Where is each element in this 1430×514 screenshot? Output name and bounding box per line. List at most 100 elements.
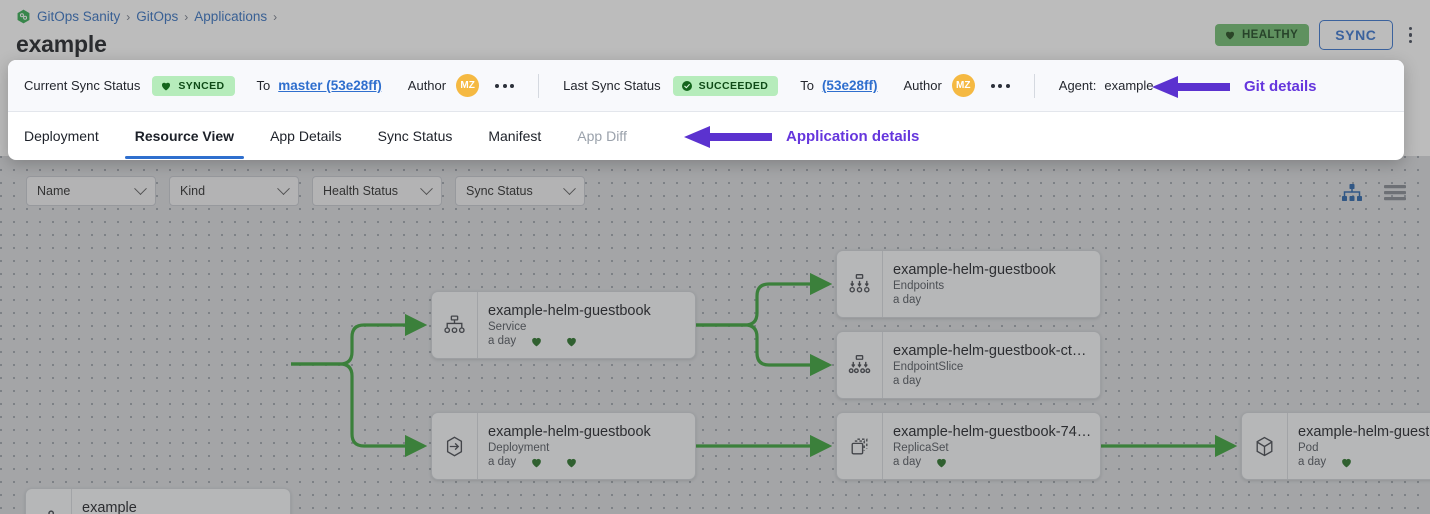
- node-kind: Deployment: [488, 441, 550, 454]
- graph-node-application[interactable]: example Application a day: [25, 488, 291, 514]
- graph-node-replicaset[interactable]: example-helm-guestbook-74… ReplicaSet a …: [836, 412, 1101, 480]
- last-sync-status-badge: SUCCEEDED: [672, 75, 779, 96]
- last-sync-status-label: Last Sync Status: [563, 78, 661, 93]
- filter-sync-status-label: Sync Status: [466, 184, 533, 198]
- graph-node-deployment[interactable]: example-helm-guestbook Deployment a day: [431, 412, 696, 480]
- endpoints-icon: [837, 251, 883, 317]
- filter-health-status-label: Health Status: [323, 184, 399, 198]
- node-age: a day: [488, 335, 517, 347]
- sync-details-more-icon-2[interactable]: [990, 83, 1010, 88]
- node-title: example-helm-guestbook-74…: [893, 423, 1090, 440]
- filter-toolbar: Name Kind Health Status Sync Status: [0, 156, 1430, 214]
- node-kind: EndpointSlice: [893, 361, 964, 373]
- node-age: a day: [893, 456, 922, 468]
- current-sync-status-value: SYNCED: [178, 79, 225, 92]
- graph-node-pod[interactable]: example-helm-guest Pod a day: [1241, 412, 1430, 480]
- node-title: example-helm-guestbook: [893, 262, 1056, 278]
- author-avatar-2: MZ: [951, 74, 975, 97]
- annotation-arrow-git-details: [1152, 76, 1230, 98]
- tab-deployment[interactable]: Deployment: [24, 127, 99, 144]
- breadcrumb-separator: ›: [184, 9, 189, 24]
- list-view-icon[interactable]: [1384, 184, 1406, 207]
- view-toggle-group: [1342, 184, 1406, 207]
- node-kind: Service: [488, 320, 527, 333]
- author-avatar-1: MZ: [456, 74, 480, 97]
- health-badge-label: HEALTHY: [1241, 29, 1299, 41]
- graph-node-service[interactable]: example-helm-guestbook Service a day: [431, 291, 696, 359]
- filter-name-label: Name: [37, 184, 71, 198]
- header-kebab-menu-icon[interactable]: [1403, 23, 1419, 48]
- tab-app-details[interactable]: App Details: [270, 127, 342, 144]
- page-title: example: [16, 31, 107, 57]
- health-heart-icon: [532, 458, 541, 467]
- node-age: a day: [1298, 456, 1327, 468]
- node-age: a day: [488, 456, 517, 468]
- node-kind: ReplicaSet: [893, 441, 949, 454]
- graph-edges: [291, 272, 1238, 458]
- filter-kind-dropdown[interactable]: Kind: [169, 176, 299, 206]
- node-title: example-helm-guestbook: [488, 302, 651, 319]
- check-circle-icon: [681, 80, 693, 92]
- node-title: example: [82, 499, 137, 514]
- health-heart-icon: [937, 458, 946, 467]
- agent-label: Agent:: [1058, 78, 1097, 93]
- replicaset-icon: [837, 413, 883, 479]
- node-age: a day: [893, 294, 922, 306]
- tree-view-icon[interactable]: [1342, 184, 1362, 207]
- node-title: example-helm-guestbook-ct…: [893, 343, 1087, 359]
- current-sync-status-badge: SYNCED: [152, 75, 235, 96]
- heart-icon: [1224, 29, 1236, 41]
- filter-kind-label: Kind: [180, 184, 206, 198]
- service-icon: [432, 292, 478, 358]
- revision-link-2[interactable]: (53e28ff): [821, 78, 878, 93]
- annotation-arrow-application-details: [684, 126, 772, 148]
- filter-health-status-dropdown[interactable]: Health Status: [312, 176, 442, 206]
- breadcrumb-item-gitops[interactable]: GitOps: [136, 9, 179, 24]
- annotation-label-application-details: Application details: [786, 128, 920, 145]
- node-title: example-helm-guestbook: [488, 423, 651, 440]
- divider: [538, 73, 540, 98]
- breadcrumb-item-gitops-sanity[interactable]: GitOps Sanity: [37, 9, 121, 24]
- tab-sync-status[interactable]: Sync Status: [377, 127, 453, 144]
- breadcrumb-separator: ›: [126, 9, 131, 24]
- node-kind: Pod: [1298, 441, 1319, 454]
- gitops-logo-icon: [16, 9, 31, 24]
- sync-button[interactable]: SYNC: [1319, 20, 1393, 50]
- author-label-1: Author: [407, 78, 447, 93]
- author-label-2: Author: [903, 78, 942, 93]
- resource-graph-canvas: Name Kind Health Status Sync Status: [0, 156, 1430, 514]
- to-label-2: To: [800, 78, 814, 93]
- health-heart-icon: [532, 337, 541, 346]
- header-actions: HEALTHY SYNC: [1214, 20, 1419, 50]
- agent-value: example: [1104, 78, 1154, 93]
- current-sync-status-label: Current Sync Status: [24, 78, 141, 93]
- endpointslice-icon: [837, 332, 883, 398]
- health-heart-icon: [1342, 458, 1351, 467]
- annotation-label-git-details: Git details: [1244, 78, 1317, 95]
- last-sync-status-value: SUCCEEDED: [698, 79, 769, 92]
- breadcrumb-item-applications[interactable]: Applications: [194, 9, 268, 24]
- tab-app-diff[interactable]: App Diff: [577, 127, 627, 144]
- application-icon: [26, 489, 72, 514]
- sync-heart-icon: [567, 337, 576, 346]
- sync-heart-icon: [567, 458, 576, 467]
- sync-details-more-icon-1[interactable]: [495, 83, 515, 88]
- breadcrumb: GitOps Sanity › GitOps › Applications ›: [16, 9, 277, 24]
- heart-icon: [160, 80, 172, 92]
- node-title: example-helm-guest: [1298, 423, 1430, 440]
- revision-link-1[interactable]: master (53e28ff): [278, 78, 382, 93]
- node-age: a day: [893, 375, 922, 387]
- tab-bar: Deployment Resource View App Details Syn…: [8, 112, 1404, 159]
- tab-resource-view[interactable]: Resource View: [117, 112, 252, 159]
- node-kind: Endpoints: [893, 280, 945, 292]
- breadcrumb-separator: ›: [273, 9, 278, 24]
- filter-name-dropdown[interactable]: Name: [26, 176, 156, 206]
- tab-manifest[interactable]: Manifest: [488, 127, 542, 144]
- page-header: GitOps Sanity › GitOps › Applications › …: [0, 0, 1430, 64]
- graph-node-endpoints[interactable]: example-helm-guestbook Endpoints a day: [836, 250, 1101, 318]
- filter-sync-status-dropdown[interactable]: Sync Status: [455, 176, 585, 206]
- divider: [1033, 73, 1035, 98]
- to-label-1: To: [256, 78, 271, 93]
- graph-node-endpointslice[interactable]: example-helm-guestbook-ct… EndpointSlice…: [836, 331, 1101, 399]
